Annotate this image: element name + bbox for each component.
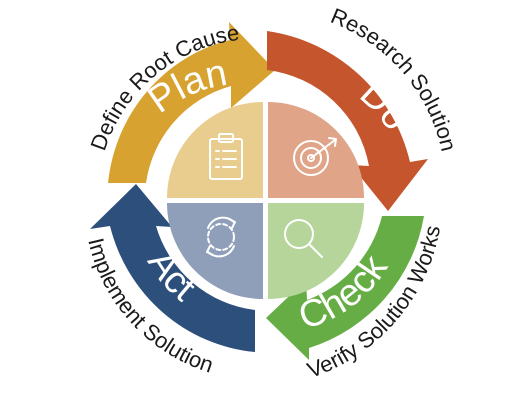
- center-circle: [167, 102, 364, 299]
- plan-quadrant: [167, 102, 263, 198]
- act-arrow: [90, 184, 255, 352]
- do-arrow: [267, 31, 428, 211]
- check-arrow: [266, 216, 424, 360]
- plan-arrow-shape: [108, 22, 275, 183]
- act-arrow-shape: [90, 184, 255, 352]
- target-icon: [293, 137, 337, 176]
- check-arrow-shape: [266, 216, 424, 360]
- magnifier-icon: [284, 219, 323, 258]
- clipboard-icon: [209, 133, 243, 180]
- plan-arrow: [108, 22, 275, 183]
- act-quadrant: [167, 203, 263, 299]
- refresh-icon: [206, 216, 236, 258]
- do-arrow-shape: [267, 31, 428, 211]
